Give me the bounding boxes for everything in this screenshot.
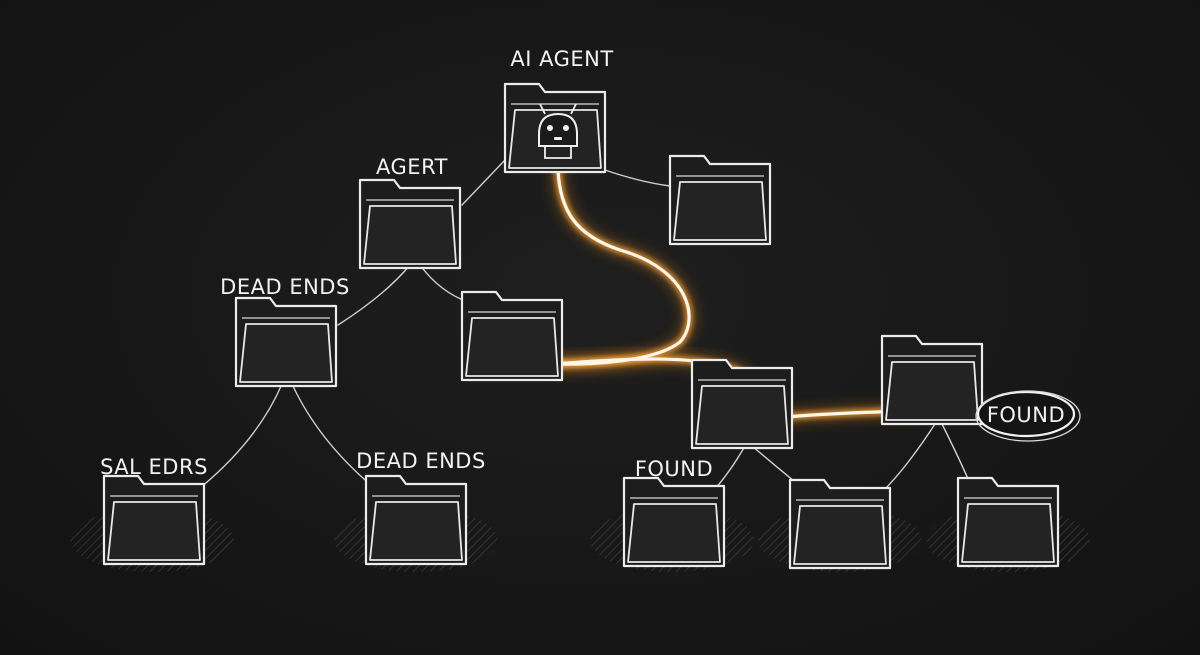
ground-shadows xyxy=(70,508,1090,572)
label-dead-ends-upper: DEAD ENDS xyxy=(220,275,350,299)
edge-agert-deadends xyxy=(337,264,411,326)
edge-agent-right xyxy=(604,169,671,187)
edge-right-bottom-middle xyxy=(879,423,936,495)
found-badge: FOUND xyxy=(975,390,1081,442)
label-found-left: FOUND xyxy=(635,457,713,481)
folder-path-junction[interactable] xyxy=(690,358,794,450)
folder-found-target[interactable] xyxy=(880,334,984,426)
folder-middle[interactable] xyxy=(460,290,564,382)
folder-sal-edrs[interactable] xyxy=(102,474,206,566)
robot-icon xyxy=(538,103,578,159)
tree-edges xyxy=(199,159,973,495)
folder-bottom-right[interactable] xyxy=(956,476,1060,568)
edge-deadends-saledrs xyxy=(199,383,283,489)
folder-found-left[interactable] xyxy=(622,476,726,568)
label-sal-edrs: SAL EDRS xyxy=(100,455,208,479)
label-agert: AGERT xyxy=(376,155,448,179)
edge-deadends-lower xyxy=(291,383,373,487)
folder-ai-agent[interactable] xyxy=(503,82,607,174)
label-dead-ends-lower: DEAD ENDS xyxy=(356,449,486,473)
label-ai-agent: AI AGENT xyxy=(510,47,613,71)
folder-bottom-middle[interactable] xyxy=(788,478,892,570)
edge-agert-middle xyxy=(419,264,469,303)
folder-top-right[interactable] xyxy=(668,154,772,246)
path-glow-segment-1 xyxy=(544,162,698,373)
folder-dead-ends-upper[interactable] xyxy=(234,296,338,388)
edge-agent-agert xyxy=(461,159,506,206)
folder-dead-ends-lower[interactable] xyxy=(364,474,468,566)
folder-agert[interactable] xyxy=(358,178,462,270)
edge-mid-found xyxy=(713,445,746,491)
found-badge-label: FOUND xyxy=(987,403,1065,427)
